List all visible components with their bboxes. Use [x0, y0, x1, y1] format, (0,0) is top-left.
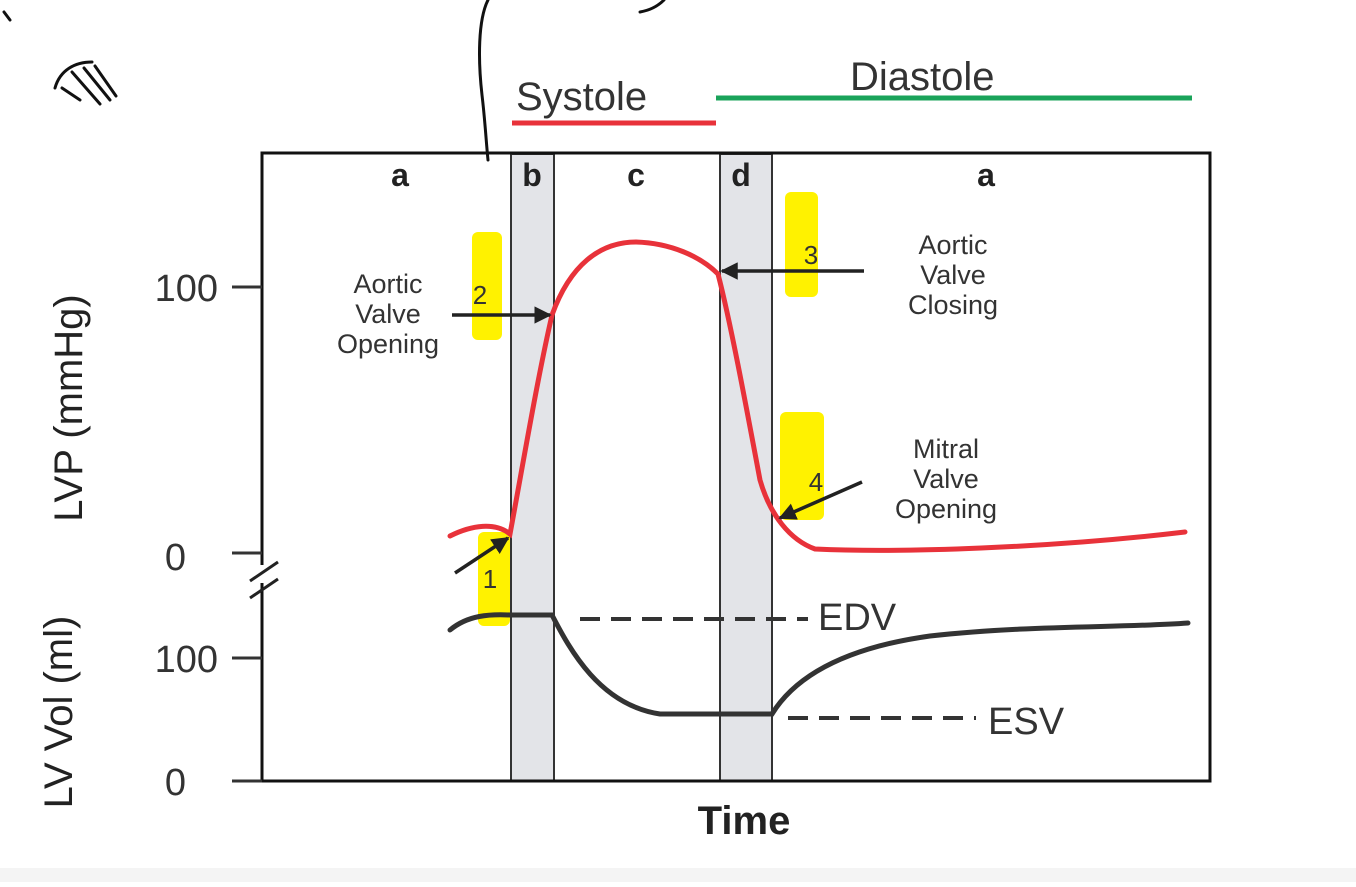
handwritten-tick: [2, 10, 12, 22]
segment-d: d: [731, 157, 751, 193]
esv-label: ESV: [988, 701, 1065, 743]
segment-a-right: a: [977, 157, 995, 193]
aortic-closing-line-3: Closing: [908, 290, 998, 320]
systole-label: Systole: [516, 75, 647, 119]
marker-3: 3: [804, 240, 818, 270]
segment-b: b: [522, 157, 542, 193]
arrow-1: [454, 536, 510, 575]
highlight-1: [478, 532, 510, 626]
band-b: [510, 153, 555, 782]
vol-tick-label-0: 0: [165, 762, 186, 804]
handwritten-annotations: [2, 0, 666, 162]
mitral-opening-line-1: Mitral: [913, 434, 979, 464]
axis-break-icon: [249, 560, 279, 600]
band-d: [719, 153, 773, 782]
plot-frame: [260, 151, 1212, 783]
marker-4: 4: [809, 467, 823, 497]
marker-1: 1: [483, 564, 497, 594]
mitral-opening-line-3: Opening: [895, 494, 997, 524]
arrow-mitral-opening: [778, 480, 863, 520]
lvp-tick-label-0: 0: [165, 537, 186, 579]
highlight-4: [780, 412, 824, 520]
highlight-2: [472, 232, 502, 340]
aortic-opening-line-1: Aortic: [353, 269, 422, 299]
vol-tick-label-100: 100: [155, 639, 218, 681]
lvp-curve: [447, 239, 1188, 553]
lvp-axis-label: LVP (mmHg): [47, 294, 91, 521]
segment-c: c: [627, 157, 645, 193]
edv-label: EDV: [818, 597, 897, 639]
lv-volume-curve: [447, 612, 1191, 717]
lvp-tick-label-100: 100: [155, 268, 218, 310]
segment-a-left: a: [391, 157, 409, 193]
aortic-closing-line-1: Aortic: [918, 230, 987, 260]
aortic-opening-line-2: Valve: [355, 299, 421, 329]
handwritten-curl: [638, 0, 666, 14]
handwritten-bracket-line: [478, 0, 490, 162]
bottom-fade: [0, 868, 1356, 882]
mitral-opening-line-2: Valve: [913, 464, 979, 494]
handwritten-hand-sketch: [53, 60, 118, 106]
aortic-closing-line-2: Valve: [920, 260, 986, 290]
vol-axis-label: LV Vol (ml): [37, 616, 81, 809]
diastole-label: Diastole: [850, 55, 995, 99]
marker-2: 2: [473, 280, 487, 310]
x-axis-label: Time: [698, 799, 791, 843]
aortic-opening-line-3: Opening: [337, 329, 439, 359]
